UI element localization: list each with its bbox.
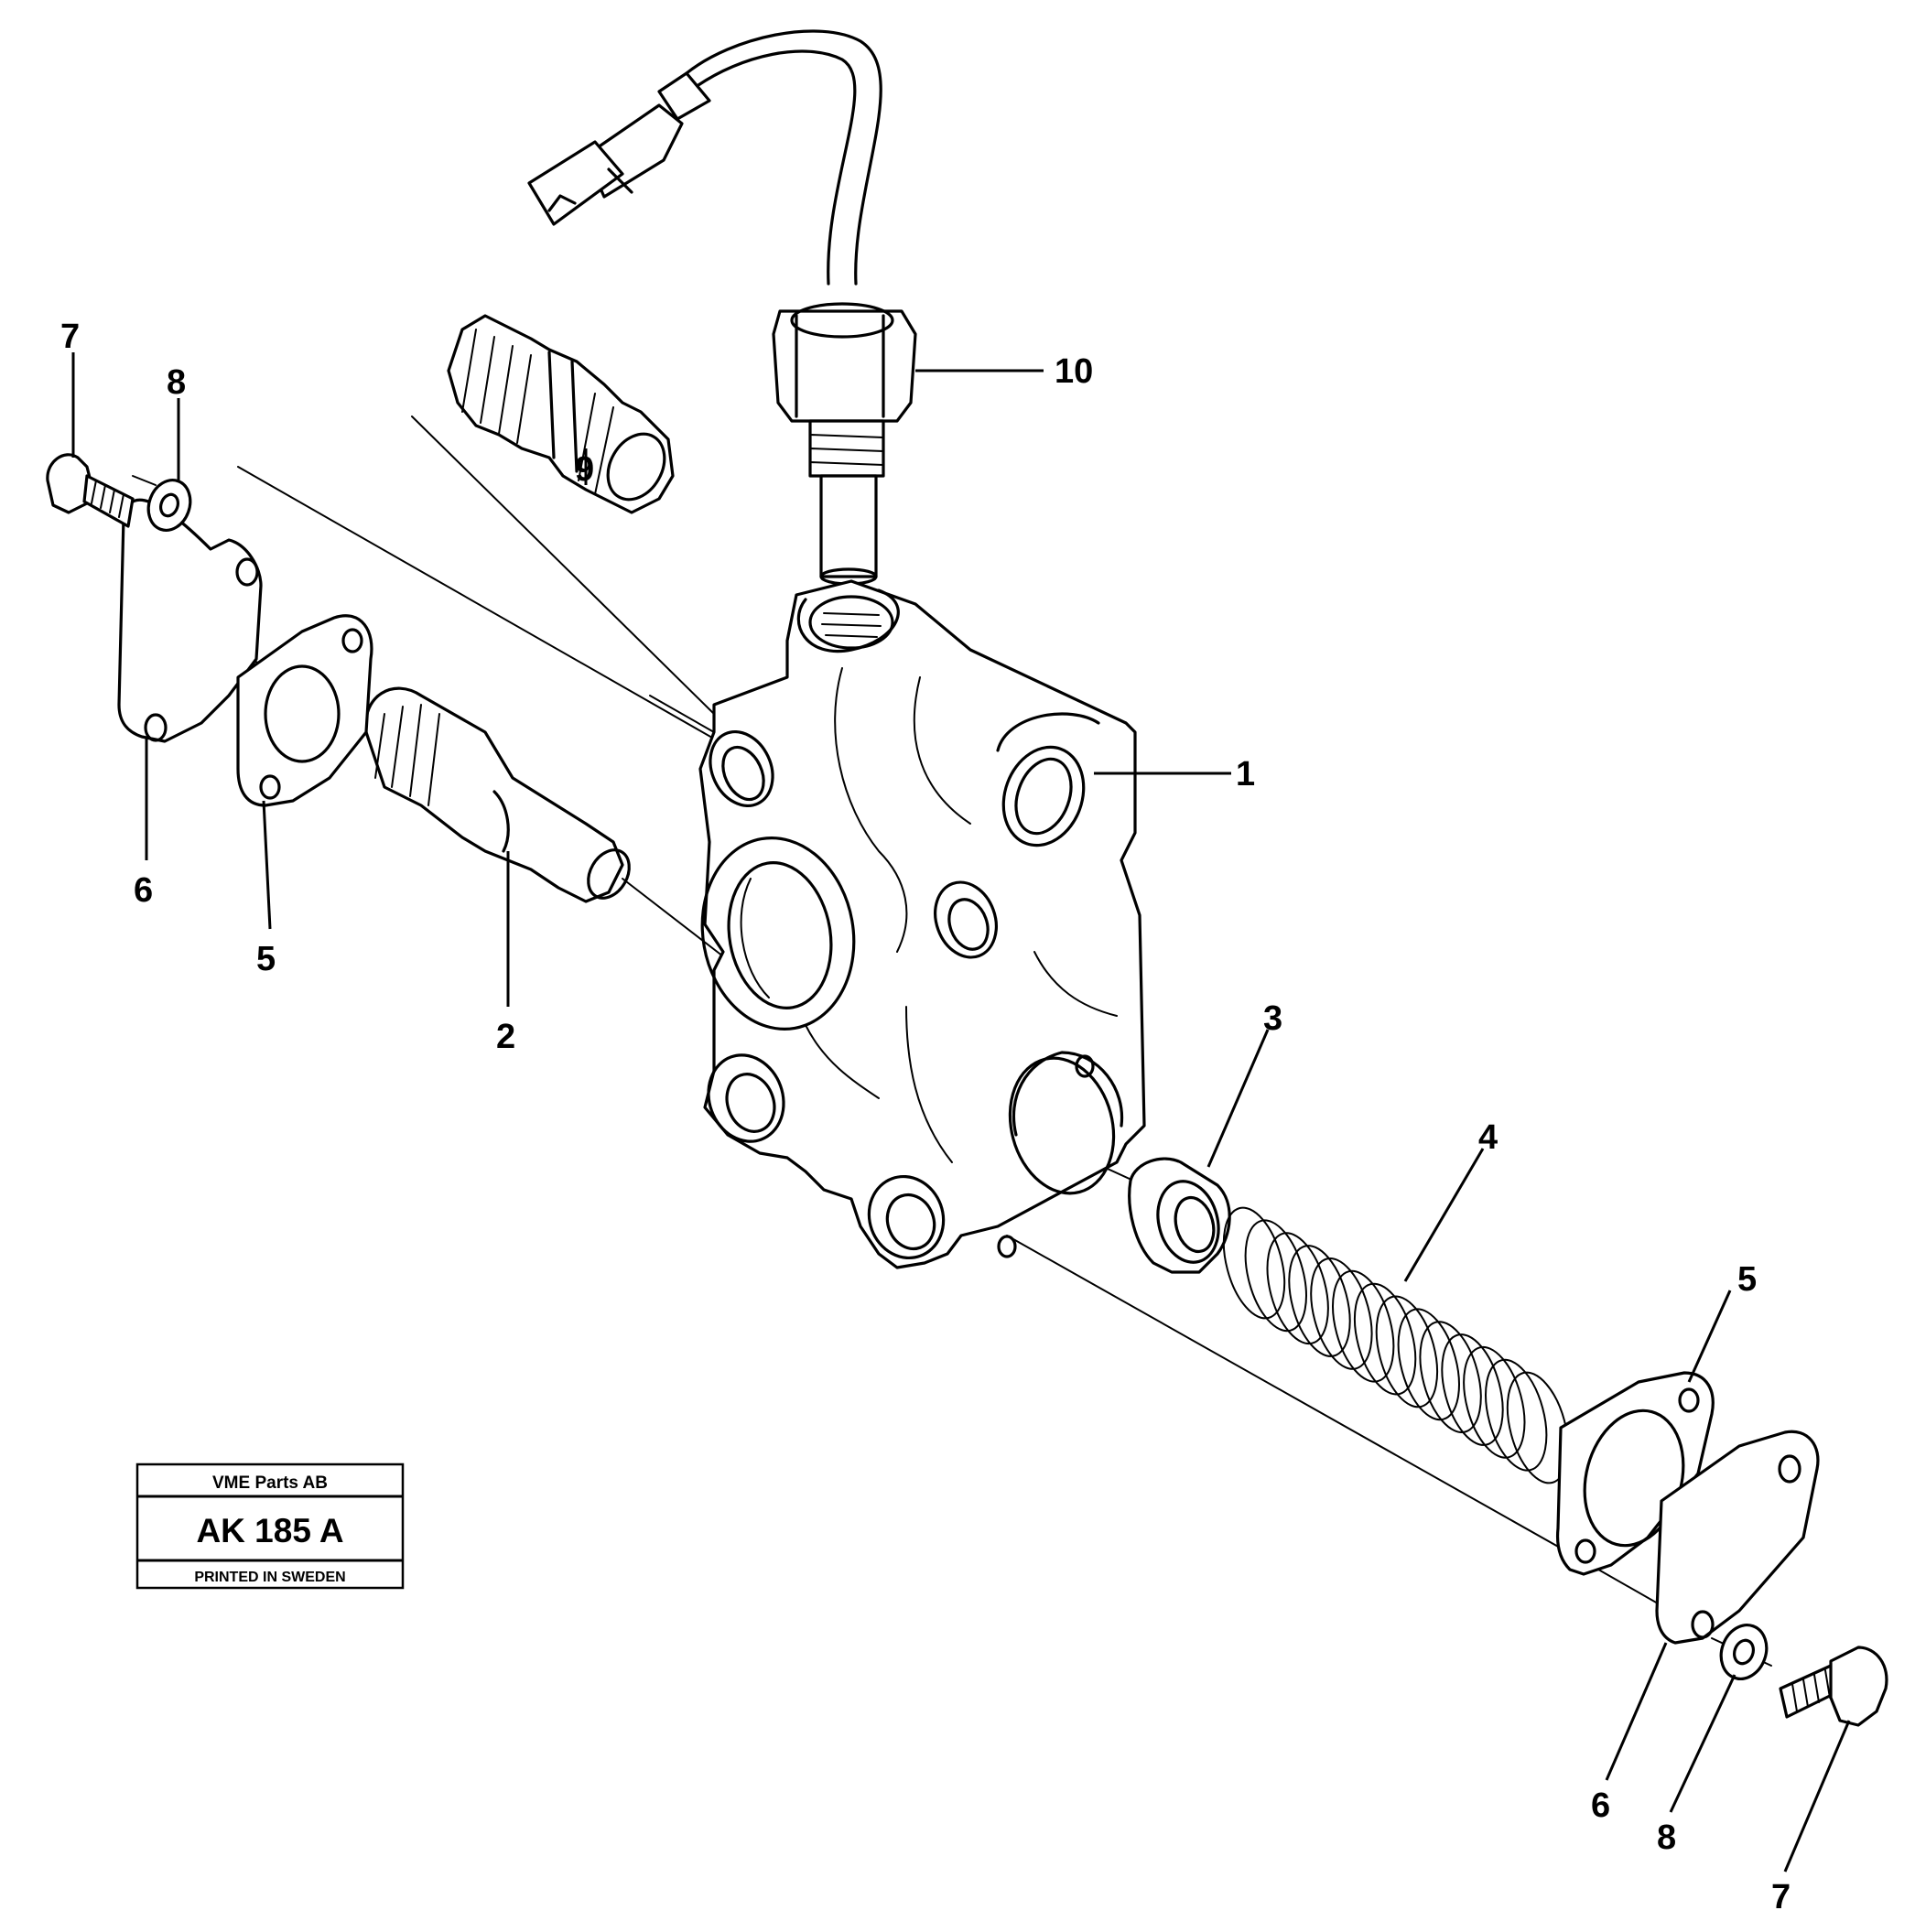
sensor-cable [527,29,882,286]
callout-8-left: 8 [167,363,186,402]
spring-coil [1288,1245,1351,1357]
part-2-spool [363,686,631,903]
callout-5-right: 5 [1737,1260,1757,1299]
callout-10: 10 [1055,352,1093,391]
callout-7-left: 7 [60,318,80,356]
spring-coil [1506,1371,1570,1484]
stamp-company: VME Parts AB [212,1473,328,1493]
part-9-fitting [447,314,675,514]
callout-6-left: 6 [134,871,153,910]
spring-coil [1222,1206,1286,1320]
callouts: 1 10 9 2 3 4 5 6 8 7 7 8 6 5 [60,318,1791,1916]
spring-coil [1332,1269,1395,1383]
callout-3: 3 [1263,999,1282,1038]
part-4-spring [1222,1206,1570,1484]
left-bolt-7 [46,453,135,528]
callout-1: 1 [1236,755,1255,793]
part-10-sensor-fitting [772,302,917,586]
spring-coil [1310,1257,1373,1370]
left-washer-8 [146,479,192,532]
stamp-printed: PRINTED IN SWEDEN [194,1570,345,1585]
leader-lines [71,352,1851,1873]
right-bolt-7 [1779,1646,1888,1727]
spring-coil [1485,1358,1548,1472]
spring-coil [1266,1232,1329,1345]
callout-2: 2 [496,1018,515,1056]
spring-coil [1244,1219,1307,1333]
right-cover-6 [1655,1430,1820,1645]
spring-coil [1397,1308,1460,1421]
stamp-code: AK 185 A [196,1512,343,1549]
spring-coil [1419,1321,1482,1433]
callout-6-right: 6 [1591,1786,1610,1825]
left-gasket-5 [236,614,373,807]
right-washer-8 [1719,1624,1769,1680]
spring-coil [1353,1282,1417,1396]
callout-8-right: 8 [1657,1819,1676,1857]
part-3-bushing [1128,1157,1231,1274]
spring-coil [1441,1333,1504,1446]
parts-stamp: VME Parts AB AK 185 A PRINTED IN SWEDEN [135,1462,405,1590]
callout-7-right: 7 [1771,1878,1791,1916]
callout-5-left: 5 [256,940,276,978]
part-1-valve-body [698,579,1146,1269]
callout-9: 9 [575,450,594,489]
spring-coil [1463,1345,1526,1459]
callout-4: 4 [1478,1118,1498,1157]
spring-coil [1375,1295,1439,1409]
left-cover-6 [117,498,263,743]
